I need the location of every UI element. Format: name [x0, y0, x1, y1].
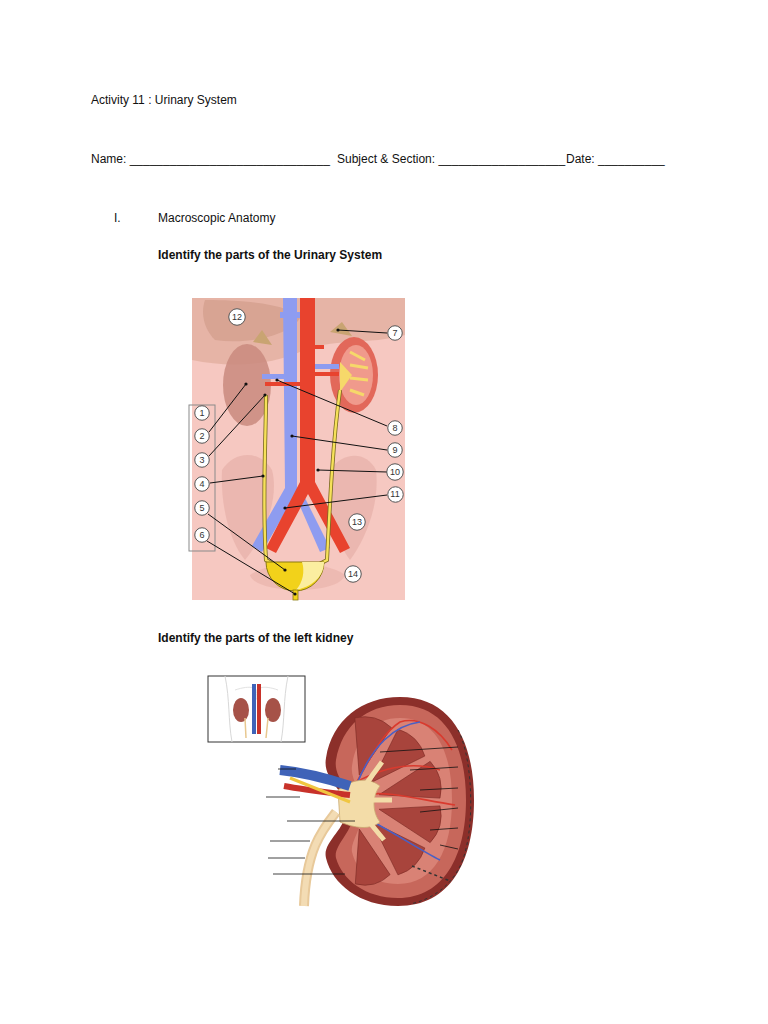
kidney-figure — [208, 676, 474, 906]
callout-number: 2 — [194, 428, 210, 444]
section-heading: Macroscopic Anatomy — [158, 211, 275, 226]
callout-number: 3 — [194, 452, 210, 468]
instruction: Identify the parts of the left kidney — [158, 631, 353, 646]
callout-text: 3 — [194, 452, 210, 468]
callout-number: 6 — [194, 527, 210, 543]
callout-text: 9 — [387, 442, 403, 458]
callout-text: 5 — [194, 500, 210, 516]
callout-text: 2 — [194, 428, 210, 444]
form-field: Subject & Section: ___________________ — [337, 152, 565, 167]
page-title: Activity 11 : Urinary System — [91, 93, 237, 108]
callout-text: 13 — [348, 513, 366, 531]
form-field: Name: ______________________________ — [91, 152, 330, 167]
urinary-system-figure — [189, 298, 405, 600]
callout-number: 4 — [194, 476, 210, 492]
callout-number: 8 — [387, 420, 403, 436]
instruction: Identify the parts of the Urinary System — [158, 248, 382, 263]
callout-text: 4 — [194, 476, 210, 492]
callout-number: 1 — [194, 405, 210, 421]
callout-text: 8 — [387, 420, 403, 436]
callout-number: 10 — [386, 463, 404, 481]
callout-number: 14 — [344, 565, 362, 583]
callout-text: 7 — [387, 325, 403, 341]
form-field: Date: __________ — [566, 152, 665, 167]
section-number: I. — [114, 211, 121, 226]
callout-text: 10 — [386, 463, 404, 481]
callout-number: 7 — [387, 325, 403, 341]
callout-text: 12 — [228, 308, 246, 326]
callout-number: 11 — [387, 486, 404, 503]
callout-text: 1 — [194, 405, 210, 421]
callout-number: 5 — [194, 500, 210, 516]
callout-number: 12 — [228, 308, 246, 326]
callout-text: 6 — [194, 527, 210, 543]
callout-number: 13 — [348, 513, 366, 531]
callout-text: 11 — [387, 486, 404, 503]
callout-number: 9 — [387, 442, 403, 458]
callout-text: 14 — [344, 565, 362, 583]
